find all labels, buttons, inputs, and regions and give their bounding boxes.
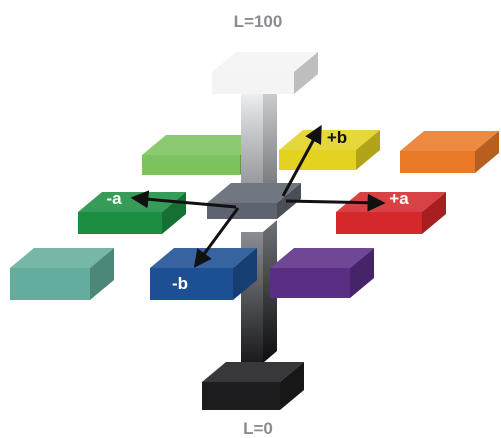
tile-black-l0 [202,362,304,410]
tile-green [78,192,186,234]
arrow-minus-b [193,207,240,268]
tile-purple [270,248,374,298]
arrow-minus-a [130,190,237,209]
tile-white-l100 [212,52,318,94]
tile-teal [10,248,114,300]
tile-red [336,192,446,234]
arrow-plus-a [285,193,386,212]
tile-orange [400,131,499,173]
label-minus-b: -b [172,274,188,293]
label-plus-b: +b [327,128,347,147]
label-plus-a: +a [389,189,409,208]
upper-column [241,78,277,197]
axis-arrows [130,124,386,268]
label-l0: L=0 [243,419,273,438]
arrow-plus-b [281,124,322,197]
label-l100: L=100 [234,12,283,31]
label-minus-a: -a [106,189,122,208]
